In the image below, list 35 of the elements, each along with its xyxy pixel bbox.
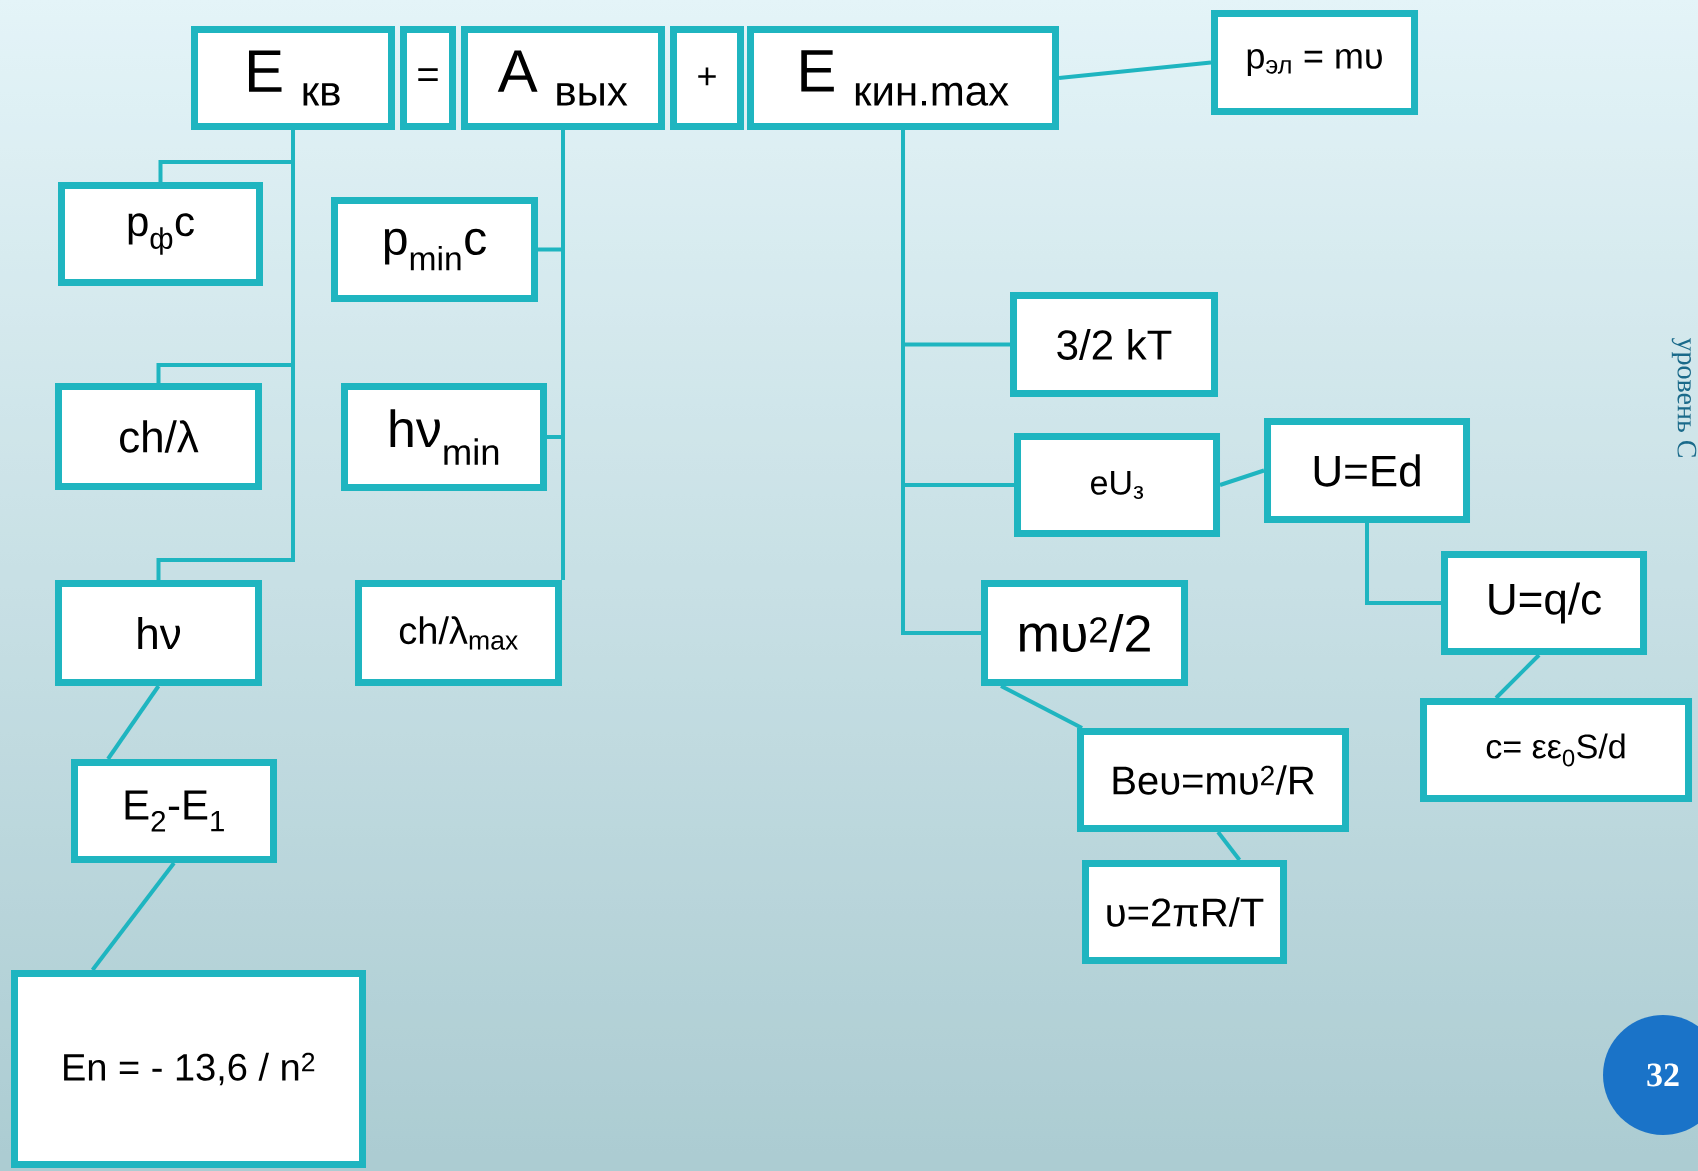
formula-box: p$_{min}$c	[331, 197, 538, 302]
connector-line	[106, 684, 161, 761]
connector-line	[1000, 684, 1083, 730]
formula-box: E$_{2}$-E$_{1}$	[71, 759, 277, 863]
formula-box: p$_{ф}$c	[58, 182, 263, 286]
formula-box: 3/2 kT	[1010, 292, 1218, 397]
connector-line	[901, 130, 981, 635]
formula-box: Beυ=mυ$^{2}$/R	[1077, 728, 1349, 832]
connector-line	[1216, 830, 1242, 862]
formula-box: hν$_{min}$	[341, 383, 547, 491]
formula-box: +	[670, 26, 744, 130]
formula-box: ch/λ$_{max}$	[355, 580, 562, 686]
side-caption: уровень С	[1671, 337, 1697, 457]
connector-line	[1058, 60, 1212, 80]
connector-line	[561, 130, 565, 580]
formula-box: E $_{кин.max}$	[747, 26, 1059, 130]
formula-box: eU$_{з}$	[1014, 433, 1220, 537]
formula-box: E $_{кв}$	[191, 26, 395, 130]
formula-box: U=q/c	[1441, 551, 1647, 655]
formula-box: c= εε$_{0}$S/d	[1420, 698, 1692, 802]
formula-box: mυ$^{2}$/2	[981, 580, 1188, 686]
connector-line	[156, 130, 295, 580]
formula-box: A $_{вых}$	[461, 26, 665, 130]
formula-box: En = - 13,6 / n$^{2}$	[11, 970, 366, 1168]
formula-box: hν	[55, 580, 262, 686]
connector-line	[90, 861, 176, 972]
formula-box: U=Ed	[1264, 418, 1470, 523]
formula-box: =	[400, 26, 456, 130]
page-number-badge: 32	[1603, 1015, 1698, 1135]
formula-box: υ=2πR/T	[1082, 860, 1287, 964]
connector-line	[1219, 468, 1265, 487]
formula-box: ch/λ	[55, 383, 262, 490]
connector-line	[1494, 653, 1541, 700]
formula-box: p$_{эл}$ = mυ	[1211, 10, 1418, 115]
connector-line	[1365, 523, 1441, 605]
